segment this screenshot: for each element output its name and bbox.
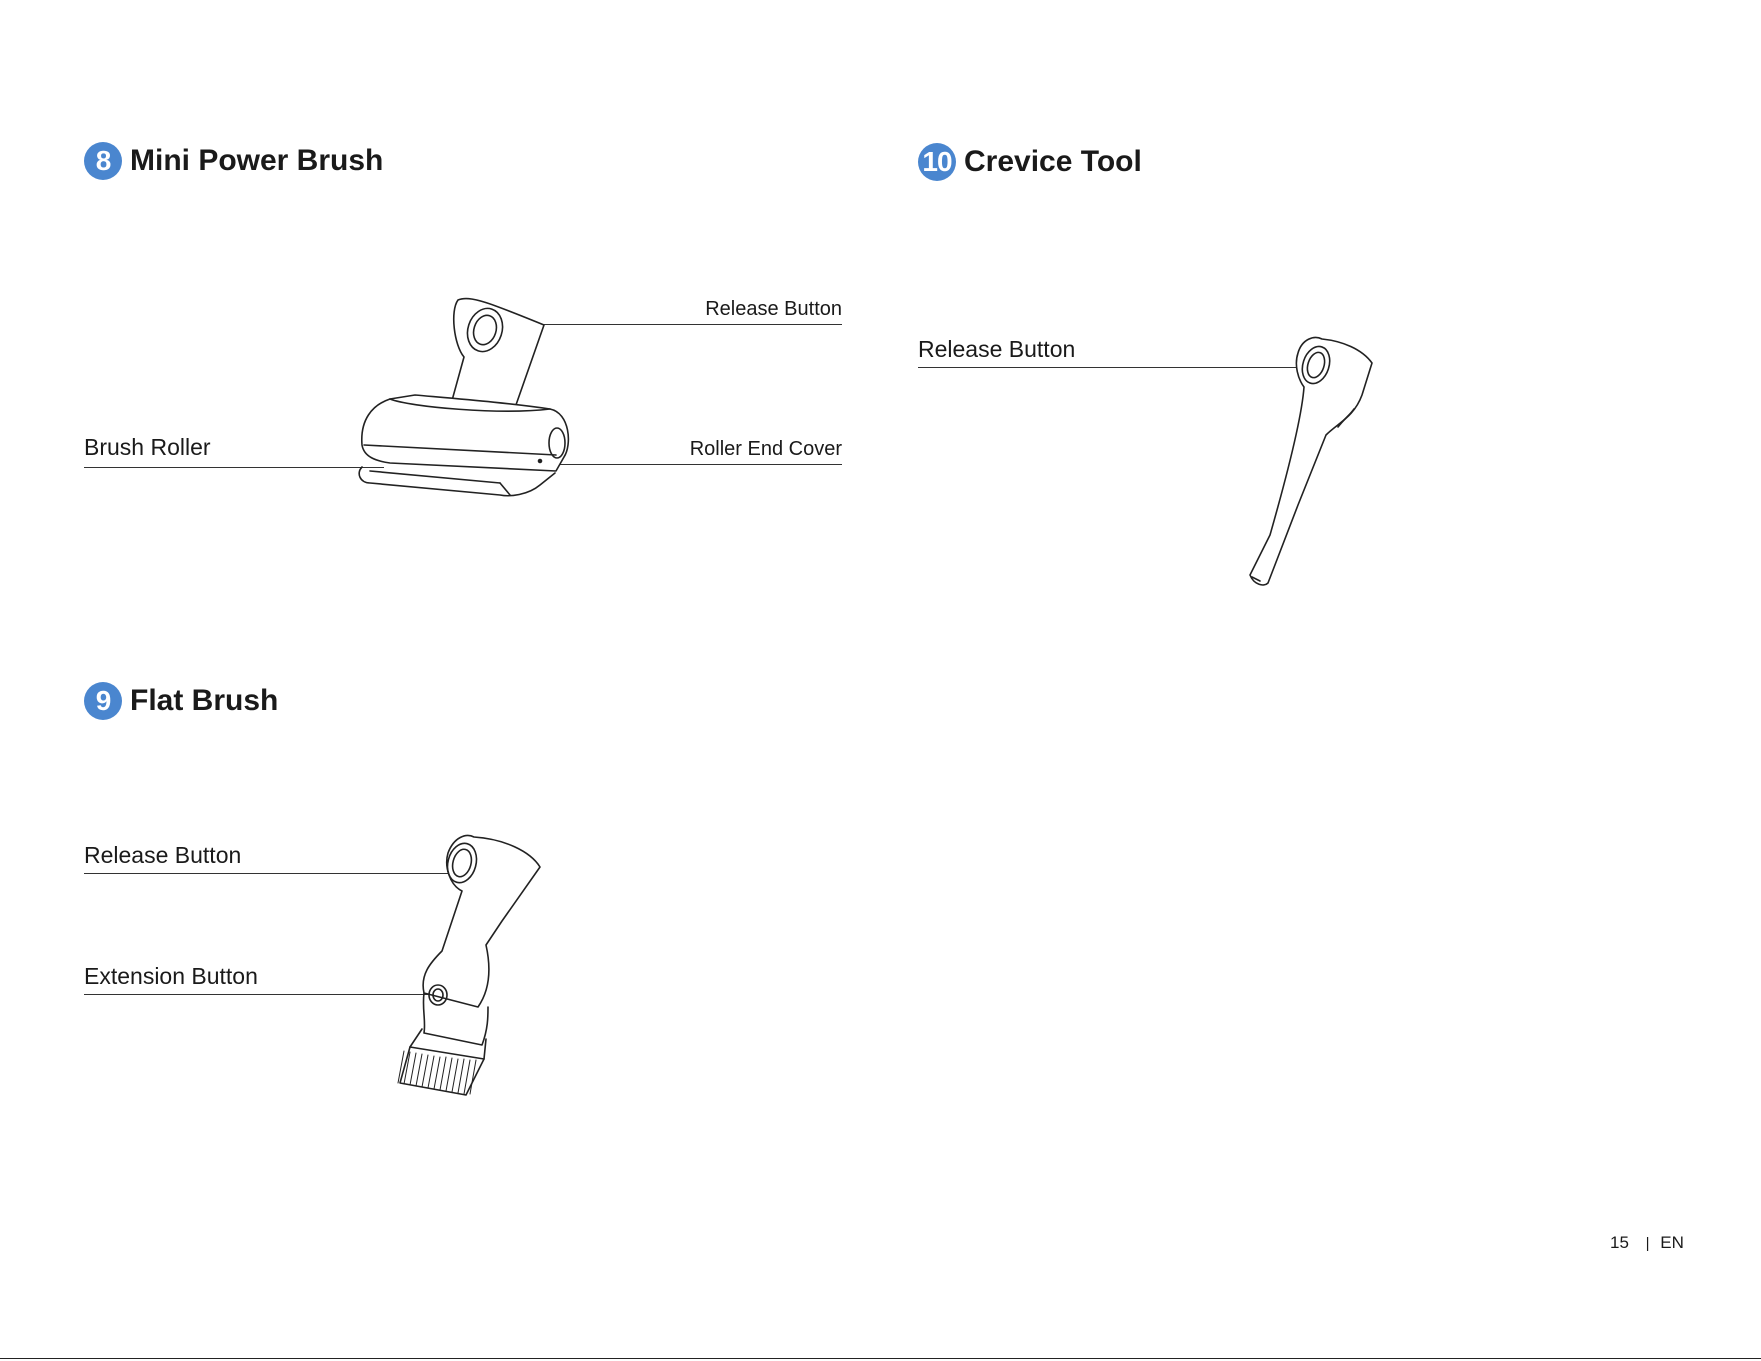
label-release-button: Release Button	[705, 298, 842, 321]
mini-power-brush-illustration	[350, 295, 580, 510]
label-release-button: Release Button	[84, 842, 241, 869]
flat-brush-illustration	[370, 833, 560, 1088]
bottom-rule	[0, 1358, 1761, 1359]
page-footer: 15 | EN	[1610, 1233, 1684, 1253]
section-number-badge: 10	[918, 143, 956, 181]
label-roller-end-cover: Roller End Cover	[690, 438, 842, 461]
section-title-text: Crevice Tool	[964, 145, 1142, 179]
section-title-flat-brush: 9 Flat Brush	[84, 682, 278, 720]
leader-line	[540, 464, 842, 465]
label-release-button: Release Button	[918, 336, 1075, 363]
section-title-text: Flat Brush	[130, 684, 278, 718]
label-extension-button: Extension Button	[84, 963, 258, 990]
section-number-badge: 8	[84, 142, 122, 180]
label-brush-roller: Brush Roller	[84, 434, 211, 461]
leader-line	[84, 467, 384, 468]
section-title-crevice-tool: 10 Crevice Tool	[918, 143, 1142, 181]
footer-separator: |	[1646, 1235, 1650, 1252]
page-number: 15	[1610, 1233, 1629, 1252]
section-number-badge: 9	[84, 682, 122, 720]
section-title-mini-power-brush: 8 Mini Power Brush	[84, 142, 383, 180]
crevice-tool-illustration	[1230, 335, 1380, 590]
language-code: EN	[1660, 1233, 1684, 1252]
section-title-text: Mini Power Brush	[130, 144, 383, 178]
